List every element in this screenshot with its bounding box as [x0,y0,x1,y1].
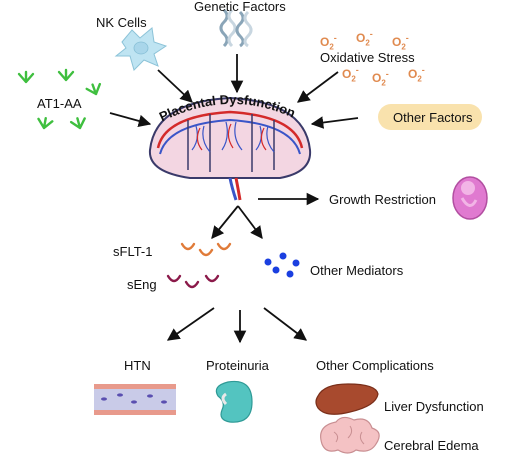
cerebral-edema-label: Cerebral Edema [384,438,479,453]
mediator-dots [264,252,300,278]
arrow-to-other-complications [263,307,308,341]
brain-icon [320,416,380,454]
proteinuria-label: Proteinuria [206,358,269,373]
sflt1-icons [180,242,232,257]
antibody-icon [85,82,102,96]
other-complications-label: Other Complications [316,358,434,373]
liver-dysfunction-label: Liver Dysfunction [384,399,484,414]
arrow-nk-to-placenta [157,69,193,103]
arrow-to-other-mediators [237,205,263,240]
dna-icon [219,8,253,48]
oxygen-radical-symbol: O2- [372,69,389,88]
nk-cell-icon [114,27,168,71]
oxygen-radical-symbol: O2- [392,33,409,52]
other-factors-label: Other Factors [393,110,473,125]
htn-label: HTN [124,358,151,373]
growth-restriction-label: Growth Restriction [329,192,436,207]
seng-label: sEng [127,277,157,292]
oxygen-radical-symbol: O2- [320,33,337,52]
oxygen-radical-symbol: O2- [356,29,373,48]
oxygen-radical-symbol: O2- [408,65,425,84]
placenta-illustration [148,96,312,201]
arrow-oxidative-to-placenta [296,71,339,103]
genetic-factors-label: Genetic Factors [194,0,286,14]
at1aa-label: AT1-AA [37,96,82,111]
antibody-icon [17,70,35,84]
seng-icons [166,274,220,289]
oxidative-stress-label: Oxidative Stress [320,50,415,65]
nk-cells-label: NK Cells [96,15,147,30]
fetus-icon [452,176,488,220]
antibody-icons [17,68,102,130]
arrow-to-htn [166,307,215,341]
sflt1-label: sFLT-1 [113,244,153,259]
kidney-icon [215,380,253,423]
antibody-icon [37,116,54,130]
antibody-icon [57,68,75,82]
other-mediators-label: Other Mediators [310,263,404,278]
arrow-at1aa-to-placenta [109,112,152,128]
liver-icon [315,383,379,415]
arrow-to-sflt-seng [211,205,239,239]
arrow-other-factors-to-placenta [310,116,359,129]
other-factors-pill [378,104,482,130]
antibody-icon [69,117,86,130]
oxygen-radical-symbol: O2- [342,65,359,84]
blood-vessel-icon [94,384,176,415]
